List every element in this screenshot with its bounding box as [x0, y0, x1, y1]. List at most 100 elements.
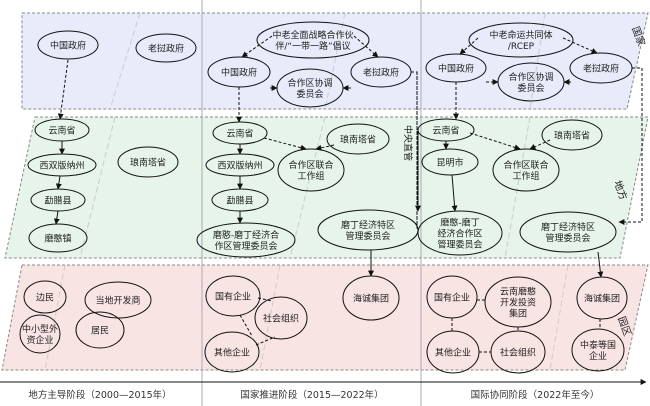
node-label: 作区管理委员会	[214, 240, 277, 252]
node-ellipse	[34, 118, 90, 142]
node-ellipse	[135, 33, 197, 63]
node-label: 开发投资	[500, 297, 536, 309]
node-label: /RCEP	[508, 42, 535, 52]
node-ellipse	[27, 153, 97, 177]
node-ellipse	[75, 311, 125, 349]
node-label: 勐腊县	[44, 195, 71, 207]
node-label: 中老全面战略合作伙	[272, 29, 353, 41]
node-label: 伴/“一带一路”倡议	[275, 40, 350, 52]
node-label: 西双版纳州	[217, 160, 262, 172]
node-label: 勐腊县	[226, 195, 253, 207]
node-ellipse	[254, 296, 308, 340]
node-s1-luangnamtha: 琅南塔省	[117, 146, 179, 178]
node-label: 社会组织	[263, 313, 299, 325]
node-label: 集团	[509, 308, 527, 320]
node-ellipse	[205, 153, 275, 177]
node-s1-resident: 居民	[75, 311, 125, 349]
node-s2-cn-gov: 中国政府	[207, 56, 271, 88]
node-label: 合作区协调	[287, 77, 332, 89]
node-label: 琅南塔省	[130, 157, 166, 169]
node-label: 管理委员会	[437, 239, 482, 251]
node-label: 磨丁经济特区	[541, 221, 595, 233]
relation-edge	[618, 67, 643, 225]
node-label: 管理委员会	[345, 230, 390, 242]
node-ellipse	[417, 210, 503, 256]
node-ellipse	[212, 121, 268, 145]
node-ellipse	[417, 118, 475, 142]
node-ellipse	[519, 211, 617, 253]
node-ellipse	[28, 223, 88, 253]
node-ellipse	[468, 22, 574, 58]
node-label: 昆明市	[436, 157, 463, 169]
node-s3-haicheng: 海诚集团	[576, 276, 628, 320]
node-label: 磨憨镇	[44, 233, 71, 245]
node-s2-xsbn: 西双版纳州	[205, 153, 275, 177]
node-ellipse	[204, 331, 260, 373]
node-label: 社会组织	[500, 347, 536, 359]
node-s2-luangnamtha: 琅南塔省	[326, 123, 390, 155]
node-s3-other: 其他企业	[426, 330, 480, 374]
node-s2-yunnan: 云南省	[212, 121, 268, 145]
node-ellipse	[571, 328, 625, 372]
stage-label-2: 国家推进阶段（2015—2022年）	[240, 389, 383, 401]
node-label: 合作区联合	[288, 159, 333, 171]
relation-edge	[241, 35, 273, 58]
node-ellipse	[37, 30, 99, 60]
node-ellipse	[426, 275, 478, 319]
node-label: 中小型外	[22, 323, 58, 335]
node-label: 中国政府	[50, 40, 86, 52]
node-ellipse	[211, 188, 269, 212]
node-s1-mengla: 勐腊县	[30, 188, 86, 212]
node-label: 其他企业	[435, 347, 471, 359]
node-ellipse	[541, 119, 603, 151]
relation-edge	[451, 174, 458, 212]
node-s1-mohan: 磨憨镇	[28, 223, 88, 253]
node-label: 委员会	[517, 82, 544, 94]
node-s2-other: 其他企业	[204, 331, 260, 373]
node-s3-social: 社会组织	[490, 330, 546, 374]
relation-edge	[469, 132, 521, 151]
node-s2-la-gov: 老挝政府	[350, 56, 412, 88]
node-ellipse	[569, 52, 633, 84]
relation-edge	[53, 210, 60, 225]
node-s1-xsbn: 西双版纳州	[27, 153, 97, 177]
node-label: 西双版纳州	[39, 160, 84, 172]
node-ellipse	[425, 53, 487, 83]
node-label: 边民	[36, 293, 54, 304]
node-ellipse	[484, 276, 552, 328]
node-label: 委员会	[296, 88, 323, 100]
node-label: 中泰等国	[580, 339, 616, 351]
central-direct-label: 中央直管	[402, 125, 414, 161]
node-ellipse	[207, 56, 271, 88]
node-label: 中国政府	[438, 63, 474, 75]
node-s3-yunnan: 云南省	[417, 118, 475, 142]
node-label: 国有企业	[434, 292, 470, 304]
node-label: 磨憨-磨丁经济合	[213, 229, 279, 241]
node-ellipse	[342, 275, 400, 321]
node-ellipse	[30, 188, 86, 212]
relation-edge	[459, 37, 479, 55]
node-label: 云南省	[432, 125, 459, 137]
relation-edge	[562, 37, 598, 54]
stage-label-1: 地方主导阶段（2000—2015年）	[28, 389, 171, 401]
node-label: 中国政府	[221, 67, 257, 79]
node-s1-border: 边民	[23, 280, 67, 314]
node-ellipse	[492, 148, 560, 192]
node-label: 企业	[589, 350, 607, 362]
node-label: 管理委员会	[545, 232, 590, 244]
node-label: 居民	[91, 326, 109, 337]
node-label: 其他企业	[214, 347, 250, 359]
node-ellipse	[421, 148, 479, 176]
node-ellipse	[256, 21, 370, 59]
park-layer	[1, 264, 649, 371]
node-s1-cn-gov: 中国政府	[37, 30, 99, 60]
node-s3-community: 中老命运共同体/RCEP	[468, 22, 574, 58]
node-s3-la-gov: 老挝政府	[569, 52, 633, 84]
